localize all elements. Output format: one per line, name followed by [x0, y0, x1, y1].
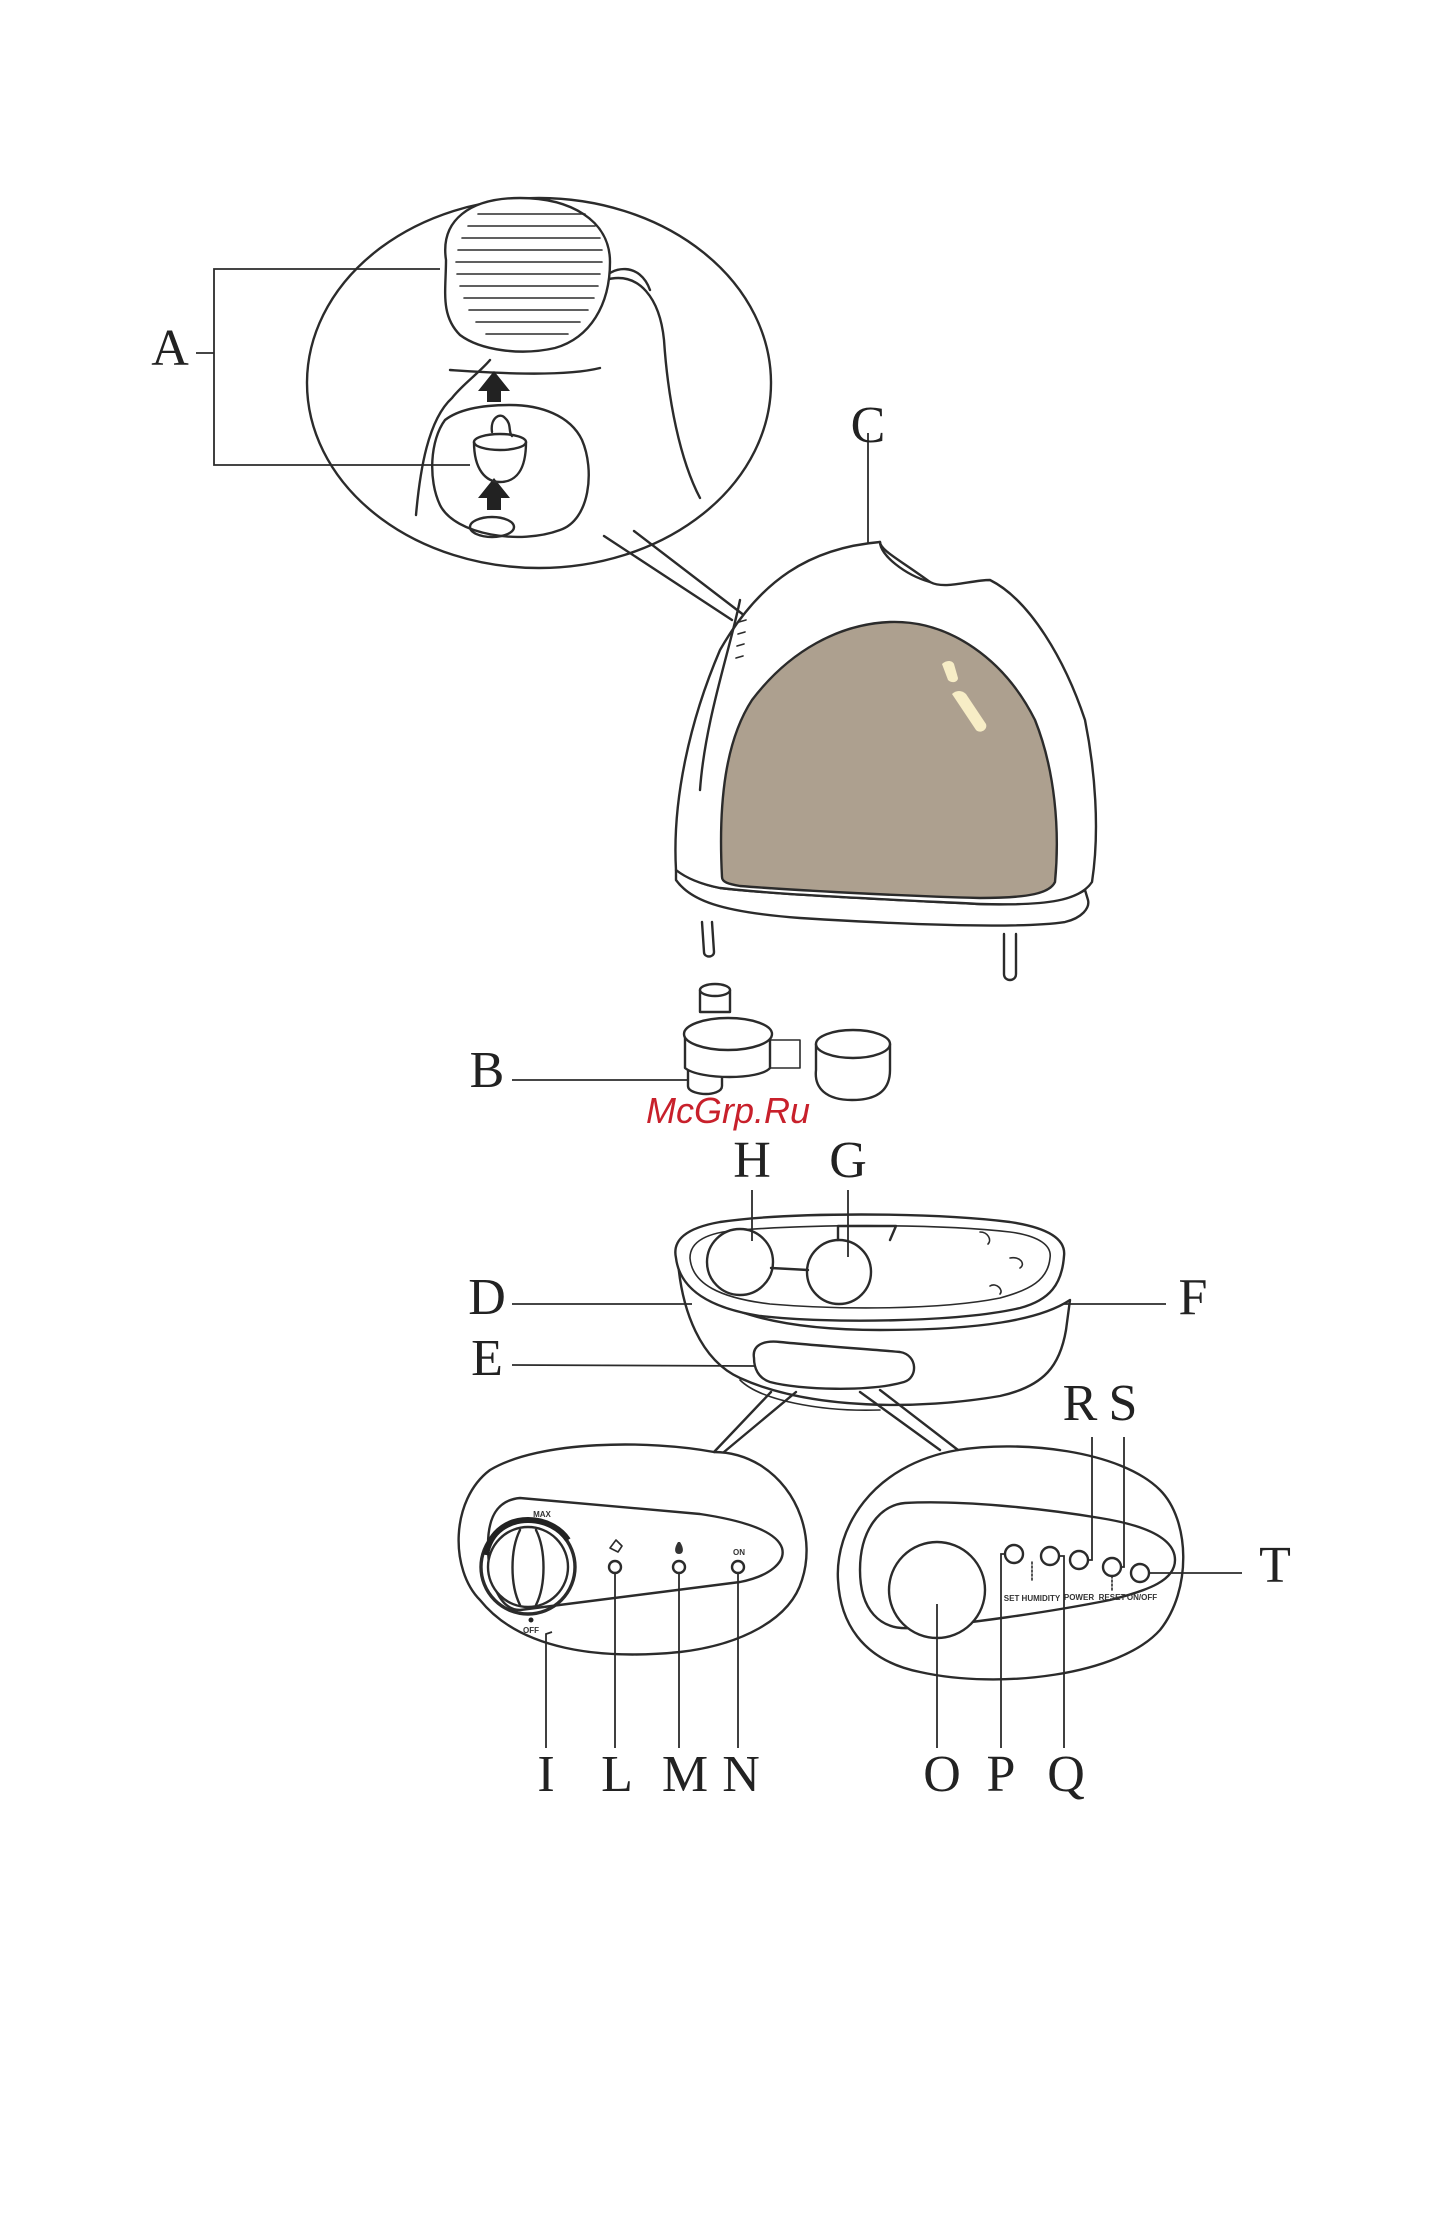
callout-G: G — [829, 1132, 867, 1189]
on-off-label: ON/OFF — [1127, 1593, 1157, 1602]
callout-P: P — [987, 1746, 1016, 1803]
humidity-knob[interactable] — [481, 1520, 575, 1614]
callout-B: B — [470, 1042, 505, 1099]
callout-A: A — [151, 320, 189, 377]
reservoir-cap — [684, 984, 890, 1100]
callout-N: N — [722, 1746, 760, 1803]
callout-O: O — [923, 1746, 961, 1803]
reset-label: RESET — [1099, 1593, 1126, 1602]
knob-max-label: MAX — [533, 1510, 551, 1519]
right-control-panel: SET HUMIDITY POWER RESET ON/OFF — [838, 1437, 1242, 1748]
arrow-up-icon — [478, 478, 510, 510]
callout-C: C — [851, 397, 886, 454]
arrow-up-icon — [478, 371, 510, 402]
humidity-indicator — [673, 1542, 685, 1573]
on-indicator-label: ON — [733, 1548, 745, 1557]
callout-S: S — [1109, 1375, 1138, 1432]
detail-view-top — [307, 198, 771, 620]
callout-L: L — [601, 1746, 633, 1803]
callout-T: T — [1259, 1537, 1291, 1594]
left-control-panel: MAX OFF ON — [459, 1445, 807, 1748]
callout-Q: Q — [1047, 1746, 1085, 1803]
callout-H: H — [733, 1132, 771, 1189]
humidifier-base — [675, 1215, 1070, 1453]
callout-D: D — [468, 1269, 506, 1326]
water-refill-indicator — [609, 1540, 622, 1573]
power-button[interactable]: POWER — [1064, 1551, 1094, 1602]
reset-button[interactable]: RESET — [1099, 1558, 1126, 1602]
callout-E: E — [471, 1330, 503, 1387]
humidifier-cover — [675, 542, 1096, 980]
callout-R: R — [1063, 1375, 1098, 1432]
on-indicator: ON — [732, 1548, 745, 1573]
callout-I: I — [537, 1746, 554, 1803]
watermark: McGrp.Ru — [646, 1090, 810, 1131]
callout-F: F — [1179, 1269, 1208, 1326]
filter-cap-icon — [474, 416, 526, 482]
grille-icon — [445, 198, 610, 352]
power-label: POWER — [1064, 1593, 1094, 1602]
set-humidity-label: SET HUMIDITY — [1004, 1594, 1061, 1603]
callout-M: M — [662, 1746, 708, 1803]
on-off-button[interactable]: ON/OFF — [1127, 1564, 1157, 1602]
set-humidity-button[interactable]: SET HUMIDITY — [1004, 1545, 1061, 1603]
knob-off-label: OFF — [523, 1626, 539, 1635]
